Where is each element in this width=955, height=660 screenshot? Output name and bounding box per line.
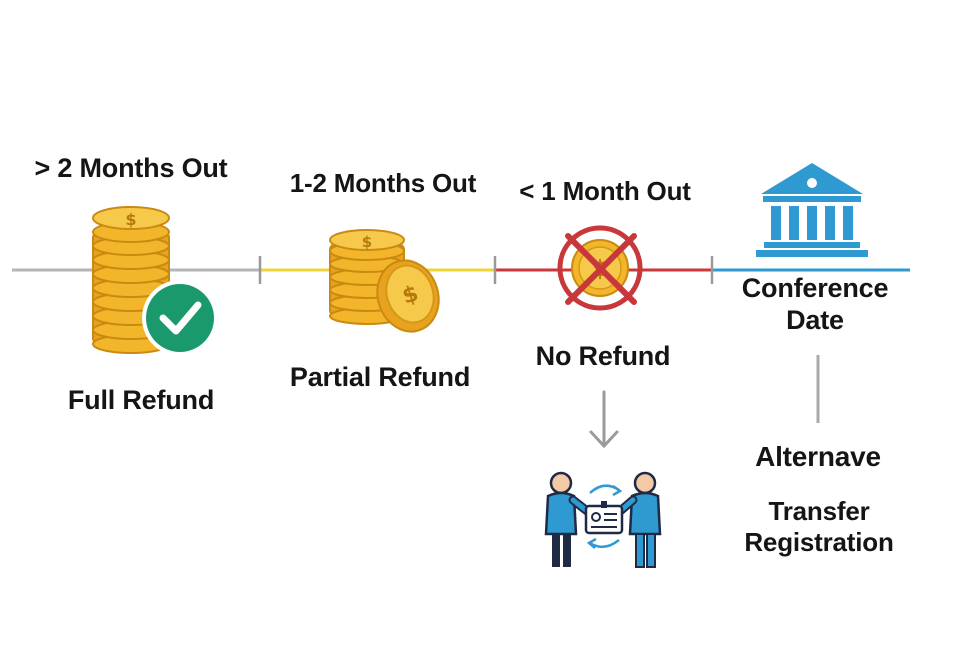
- stage-1-timing-label: > 2 Months Out: [34, 153, 228, 183]
- svg-text:$: $: [362, 233, 372, 251]
- alternative-heading: Alternave: [755, 441, 881, 472]
- stage-2-timing-label: 1-2 Months Out: [289, 168, 477, 198]
- stage-3-outcome-label: No Refund: [535, 341, 671, 371]
- alternative-detail-line1: Transfer: [768, 496, 870, 526]
- svg-text:$: $: [399, 281, 421, 310]
- alternative-detail: Transfer Registration: [744, 496, 893, 558]
- conference-date-line1: Conference: [741, 273, 889, 303]
- crossed-coin-icon: $: [557, 225, 643, 311]
- transfer-registration-icon: [544, 471, 662, 568]
- conference-date-label: Conference Date: [742, 272, 889, 337]
- stage-3-timing-label: < 1 Month Out: [519, 176, 691, 206]
- coin-stack-check-icon: $: [92, 206, 218, 356]
- stage-2-outcome-label: Partial Refund: [289, 362, 471, 392]
- svg-text:$: $: [125, 210, 136, 229]
- stage-1-outcome-label: Full Refund: [67, 385, 215, 415]
- arrow-down-icon: [589, 390, 619, 449]
- coin-stack-partial-icon: $ $: [329, 229, 440, 333]
- alternative-detail-line2: Registration: [744, 527, 894, 558]
- conference-date-line2: Date: [786, 305, 844, 336]
- building-icon: [756, 163, 868, 257]
